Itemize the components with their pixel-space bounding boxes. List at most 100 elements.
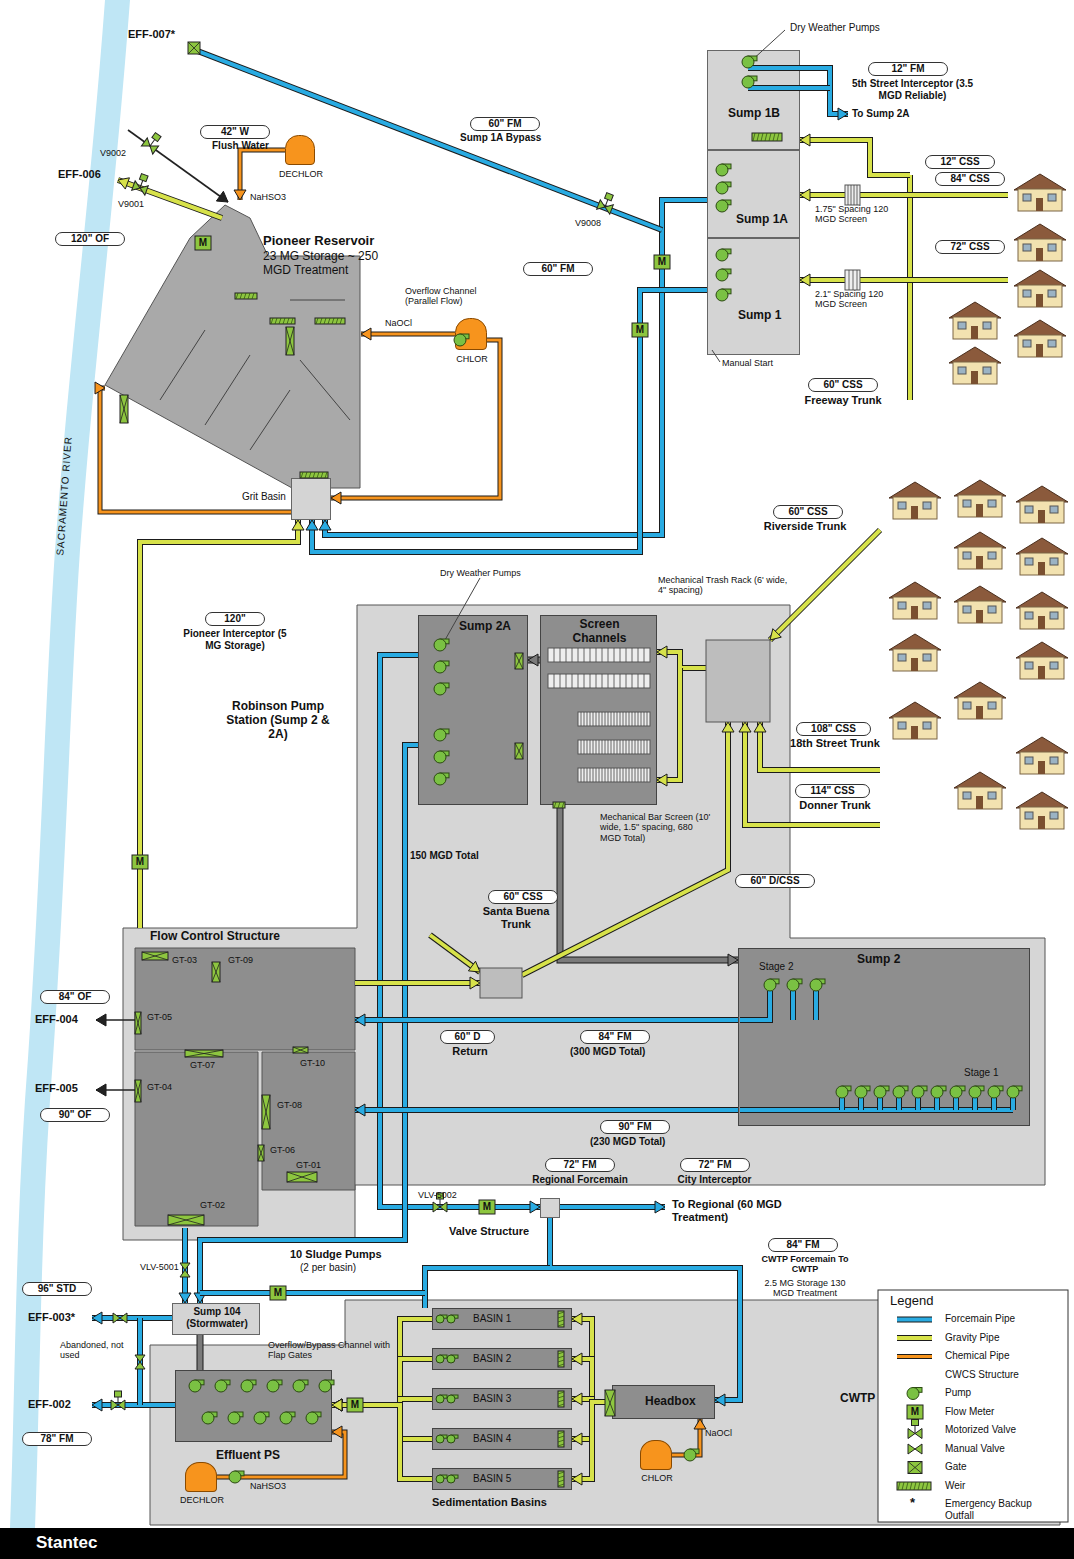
screen-bar [590, 674, 591, 688]
pipe [745, 722, 880, 825]
symbol [716, 182, 728, 194]
weir-symbol [558, 1360, 564, 1362]
screen-bar [596, 712, 597, 726]
pipe-outline [740, 991, 770, 1020]
pipe-connector [319, 200, 707, 535]
weir-symbol [898, 1482, 900, 1490]
pipe [935, 1098, 939, 1110]
screen-bar [632, 768, 633, 782]
pump-symbol [447, 1315, 458, 1323]
pump-symbol [742, 76, 757, 88]
weir-symbol [562, 802, 564, 808]
annotation: Pioneer Interceptor (5 MG Storage) [175, 628, 295, 651]
annotation: EFF-007* [128, 28, 188, 41]
annotation: Riverside Trunk [760, 520, 850, 533]
arrow-head [118, 178, 129, 189]
node-label: Screen Channels [551, 618, 648, 646]
legend-text: Chemical Pipe [945, 1350, 1063, 1362]
pump-symbol [836, 1086, 851, 1098]
screen-symbol [578, 712, 650, 726]
screen-bar [620, 674, 621, 688]
node-label: Grit Basin [242, 491, 290, 503]
pipe-connector [331, 340, 500, 504]
flow-meter-label: M [907, 1405, 923, 1419]
node-label: Sump 104 (Stormwater) [175, 1306, 259, 1329]
pump-symbol [988, 1086, 1003, 1098]
annotation: Dry Weather Pumps [790, 22, 900, 34]
annotation: * [910, 1496, 922, 1511]
screen-symbol [578, 768, 650, 782]
pipe [672, 1419, 700, 1455]
pipe-outline [858, 1098, 864, 1110]
arrow-head [838, 108, 848, 120]
screen-bar [632, 740, 633, 754]
gate-symbol [286, 327, 294, 355]
screen-bar [593, 768, 594, 782]
flow-meter-symbol [270, 1286, 286, 1300]
arrow-head [572, 1433, 582, 1445]
symbol [742, 76, 754, 88]
arrow-head [728, 954, 738, 966]
node-label: Pioneer Reservoir [263, 234, 413, 249]
gate-symbol [120, 395, 128, 423]
arrow-head [332, 1399, 342, 1411]
chemical-tank: DECHLOR [185, 1462, 217, 1492]
pump-symbol [684, 1449, 699, 1461]
annotation: Santa Buena Trunk [476, 905, 556, 930]
screen-bar [566, 648, 567, 662]
leader-line [445, 578, 480, 640]
pipe-outline [560, 1204, 665, 1210]
screen-bar [617, 712, 618, 726]
symbol [135, 1355, 145, 1369]
symbol [950, 1086, 962, 1098]
screen-bar [638, 768, 639, 782]
pipe-connector [200, 1335, 201, 1370]
weir-symbol [558, 1351, 564, 1367]
weir-symbol [279, 318, 281, 324]
symbol [454, 334, 466, 346]
screen-bar [572, 648, 573, 662]
screen-bar [641, 712, 642, 726]
outline-shape [123, 605, 1045, 1240]
pipe-outline [748, 85, 830, 91]
screen-bar [560, 648, 561, 662]
annotation: Sedimentation Basins [432, 1496, 572, 1509]
weir-symbol [553, 802, 565, 808]
arrow-head [770, 629, 781, 640]
footer-bar [0, 1528, 1074, 1559]
symbol [764, 979, 776, 991]
weir-symbol [558, 1364, 564, 1366]
arrow-head [722, 722, 734, 732]
legend-sample [897, 1320, 932, 1357]
pipe-outline [92, 1315, 172, 1321]
annotation: GT-06 [270, 1145, 310, 1155]
pipe-connector [572, 1313, 612, 1402]
pipe-connector [550, 1218, 740, 1406]
junction-structure [480, 968, 522, 998]
pipe [560, 1205, 665, 1209]
pipe-run [800, 189, 845, 201]
pipe [355, 1018, 738, 1022]
motorized-valve [433, 1193, 447, 1212]
river [10, 0, 130, 1528]
junction-structure [706, 640, 770, 722]
screen-bar [608, 712, 609, 726]
screen-bar [644, 740, 645, 754]
pump-symbol [810, 979, 825, 991]
symbol [836, 1086, 848, 1098]
annotation: 2.1" Spacing 120 MGD Screen [815, 289, 905, 310]
pipe [355, 1108, 738, 1112]
pump-symbol [434, 773, 449, 785]
pipe [430, 935, 480, 972]
symbol [605, 193, 614, 201]
symbol [436, 1315, 444, 1323]
screen-bar [638, 712, 639, 726]
symbol [280, 1412, 292, 1424]
pipe-connector [194, 745, 418, 1303]
screen-bar [581, 768, 582, 782]
pipe-run [96, 1014, 135, 1026]
node-label: CHLOR [448, 354, 496, 364]
screen-bar [596, 768, 597, 782]
pipe [748, 86, 830, 90]
node-label: DECHLOR [174, 1495, 230, 1505]
